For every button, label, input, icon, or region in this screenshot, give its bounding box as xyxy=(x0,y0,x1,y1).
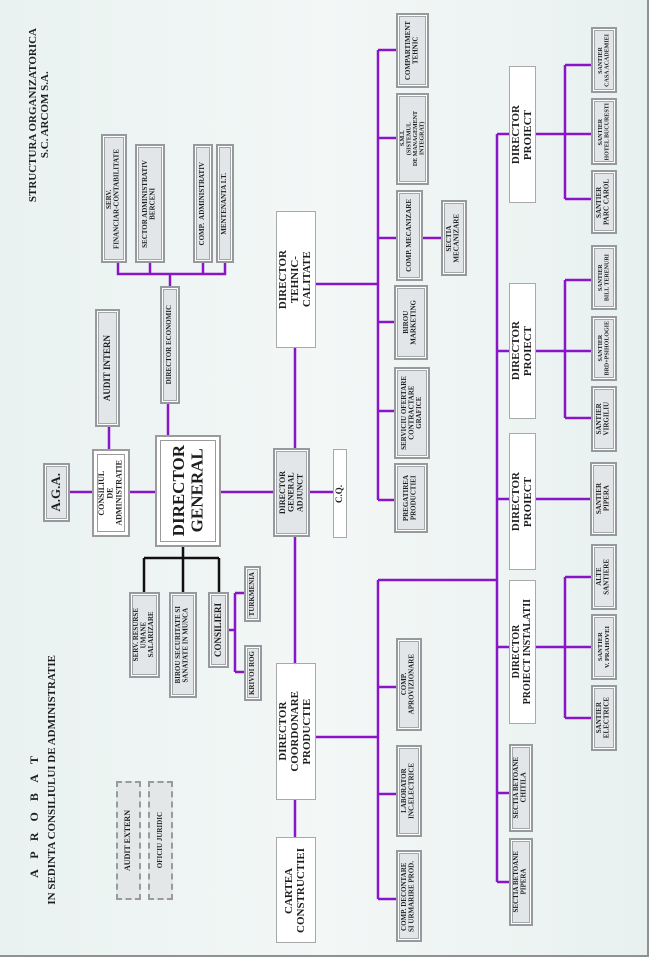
node-director-proiect-3[interactable]: DIRECTOR PROIECT xyxy=(509,433,536,570)
node-mentenanta-it[interactable]: MENTENANTA I.T. xyxy=(216,144,234,263)
node-alte-santiere[interactable]: ALTE SANTIERE xyxy=(591,544,617,610)
node-comp-decontare[interactable]: COMP. DECONTARE SI URMARIRE PROD. xyxy=(396,850,422,942)
approval-title: A P R O B A T xyxy=(26,752,41,878)
connector xyxy=(116,263,227,286)
node-comp-aprovizionare[interactable]: COMP. APROVIZIONARE xyxy=(396,638,422,731)
chart-title: STRUCTURA ORGANIZATORICA S.C. ARCOM S.A. xyxy=(27,27,51,203)
node-santier-electrice[interactable]: SANTIER ELECTRICE xyxy=(591,685,617,751)
node-director-proiect-2[interactable]: DIRECTOR PROIECT xyxy=(509,283,536,419)
node-pregatirea-productiei[interactable]: PREGATIREA PRODUCTIEI xyxy=(394,463,428,533)
node-director-coordonare-productie[interactable]: DIRECTOR COORDONARE PRODUCTIE xyxy=(276,663,316,800)
node-audit-extern[interactable]: AUDIT EXTERN xyxy=(116,781,141,900)
connector-black xyxy=(142,547,221,592)
approval-subtitle: IN SEDINTA CONSILIULUI DE ADMINISTRATIE xyxy=(46,655,59,905)
node-consilieri[interactable]: CONSILIERI xyxy=(208,592,229,668)
connector xyxy=(316,48,441,502)
node-cq[interactable]: C.Q. xyxy=(333,449,347,538)
node-serv-resurse-umane[interactable]: SERV. RESURSE UMANE SALARIZARE xyxy=(129,592,160,678)
node-santier-bill-terenuri[interactable]: SANTIER BILL TERENURI xyxy=(591,245,617,310)
node-santier-hotel-bucuresti[interactable]: SANTIER HOTEL BUCURESTI xyxy=(591,98,617,165)
connector xyxy=(70,404,333,494)
node-director-proiect-instalatii[interactable]: DIRECTOR PROIECT INSTALATII xyxy=(509,580,536,724)
node-consiliul-de-administratie[interactable]: CONSILIUL DE ADMINISTRATIE xyxy=(92,449,130,537)
node-krivoi-rog[interactable]: KRIVOI ROG xyxy=(244,645,262,701)
connector xyxy=(316,578,497,901)
node-comp-mecanizare[interactable]: COMP. MECANIZARE xyxy=(396,190,423,281)
node-santier-casa-academiei[interactable]: SANTIER CASA ACADEMIEI xyxy=(591,27,617,93)
node-sectia-betoane-chitila[interactable]: SECTIA BETOANE CHITILA xyxy=(509,744,533,832)
node-sector-administrativ-berceni[interactable]: SECTOR ADMINISTRATIV BERCENI xyxy=(135,144,165,263)
connector xyxy=(495,132,509,884)
node-audit-intern[interactable]: AUDIT INTERN xyxy=(95,309,120,427)
node-serviciu-ofertare[interactable]: SERVICIU OFERTARE CONTRACTARE GRAFICE xyxy=(394,367,430,459)
node-cartea-constructiei[interactable]: CARTEA CONSTRUCTIEI xyxy=(276,837,316,943)
node-aga[interactable]: A.G.A. xyxy=(43,463,70,522)
node-sectia-mecanizare[interactable]: SECTIA MECANIZARE xyxy=(441,200,467,276)
connector xyxy=(536,278,591,420)
node-compartiment-tehnic[interactable]: COMPARTIMENT TEHNIC xyxy=(396,13,429,88)
node-director-proiect-1[interactable]: DIRECTOR PROIECT xyxy=(509,66,536,203)
node-comp-administrativ[interactable]: COMP. ADMINISTRATIV xyxy=(193,144,213,263)
node-birou-marketing[interactable]: BIROU MARKETING xyxy=(394,285,428,360)
node-director-general[interactable]: DIRECTOR GENERAL xyxy=(155,435,221,547)
node-turkmenia[interactable]: TURKMENIA xyxy=(244,566,261,622)
node-laborator[interactable]: LABORATOR INC.ELECTRICE xyxy=(396,745,422,837)
node-oficiu-juridic[interactable]: OFICIU JURIDIC xyxy=(148,781,173,900)
node-santier-brd-psihologie[interactable]: SANTIER BRD+PSIHOLOGIE xyxy=(591,316,617,381)
node-smi[interactable]: S.M.I. (SISTEMUL DE MANAGEMENT INTEGRAT) xyxy=(396,93,429,185)
connector xyxy=(536,63,591,201)
node-serv-financiar-contabilitate[interactable]: SERV. FINANCIAR-CONTABILITATE xyxy=(101,134,127,263)
node-director-general-adjunct[interactable]: DIRECTOR GENERAL ADJUNCT xyxy=(273,448,310,537)
node-santier-pipera[interactable]: SANTIER PIPERA xyxy=(590,462,617,536)
node-santier-v-prahovei[interactable]: SANTIER V. PRAHOVEI xyxy=(591,614,617,680)
node-birou-securitate[interactable]: BIROU SECURITATE SI SANATATE IN MUNCA xyxy=(169,592,197,698)
node-santier-virgiliu[interactable]: SANTIER VIRGILIU xyxy=(591,386,617,452)
node-santier-parc-carol[interactable]: SANTIER PARC CAROL xyxy=(591,170,617,234)
node-sectia-betoane-pipera[interactable]: SECTIA BETOANE PIPERA xyxy=(509,838,533,926)
connector xyxy=(229,591,244,674)
node-director-tehnic-calitate[interactable]: DIRECTOR TEHNIC- CALITATE xyxy=(276,211,316,348)
node-director-economic[interactable]: DIRECTOR ECONOMIC xyxy=(160,286,180,404)
connector xyxy=(536,575,591,720)
